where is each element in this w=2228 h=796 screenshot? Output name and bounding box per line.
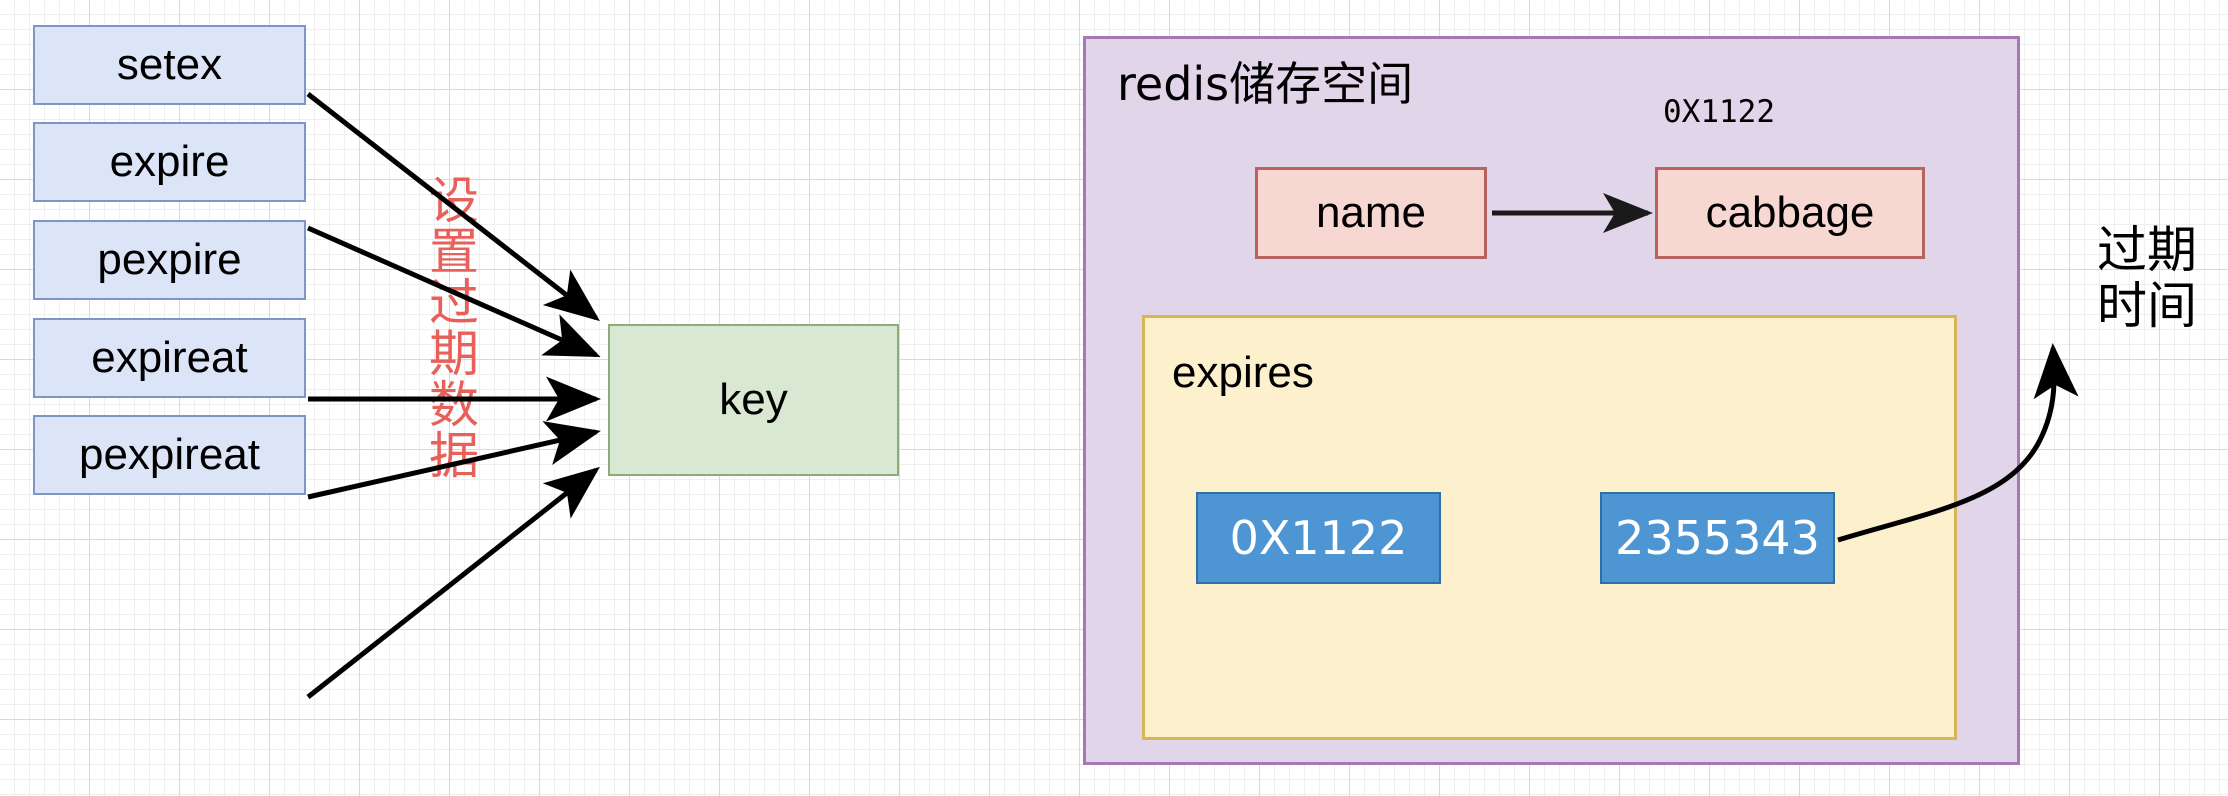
edge-label-char: 过 (429, 274, 479, 332)
edge-label-char: 置 (429, 223, 479, 281)
expires-value-chip[interactable]: 2355343 (1600, 492, 1835, 584)
command-box-expire[interactable]: expire (33, 122, 306, 202)
entry-key-label: name (1315, 187, 1427, 237)
command-box-expireat[interactable]: expireat (33, 318, 306, 398)
edge-label-set-expire-data: 设 置 过 期 数 据 (424, 176, 484, 482)
expires-key-chip[interactable]: 0X1122 (1196, 492, 1441, 584)
key-node-label: key (719, 374, 788, 424)
command-label: pexpire (97, 234, 242, 284)
command-box-setex[interactable]: setex (33, 25, 306, 105)
expires-key-label: 0X1122 (1229, 510, 1408, 565)
arrow-pexpireat-to-key (306, 466, 600, 699)
edge-label-char: 据 (429, 427, 479, 485)
entry-key-box[interactable]: name (1255, 167, 1487, 259)
pointer-address-label: 0X1122 (1663, 94, 1775, 130)
redis-storage-title: redis储存空间 (1117, 57, 1414, 111)
command-label: setex (116, 39, 223, 89)
command-box-pexpireat[interactable]: pexpireat (33, 415, 306, 495)
expires-value-label: 2355343 (1615, 510, 1820, 565)
annotation-line: 过期 (2097, 221, 2197, 279)
entry-value-label: cabbage (1705, 187, 1875, 237)
command-box-pexpire[interactable]: pexpire (33, 220, 306, 300)
command-label: pexpireat (78, 429, 260, 479)
key-node[interactable]: key (608, 324, 899, 476)
expire-time-annotation: 过期 时间 (2097, 222, 2197, 334)
command-label: expire (109, 136, 230, 186)
entry-value-box[interactable]: cabbage (1655, 167, 1925, 259)
edge-label-char: 期 (429, 325, 479, 383)
edge-label-char: 设 (429, 172, 479, 230)
expires-panel-title: expires (1172, 348, 1314, 397)
annotation-line: 时间 (2097, 277, 2197, 335)
edge-label-char: 数 (429, 376, 479, 434)
command-label: expireat (91, 332, 248, 382)
